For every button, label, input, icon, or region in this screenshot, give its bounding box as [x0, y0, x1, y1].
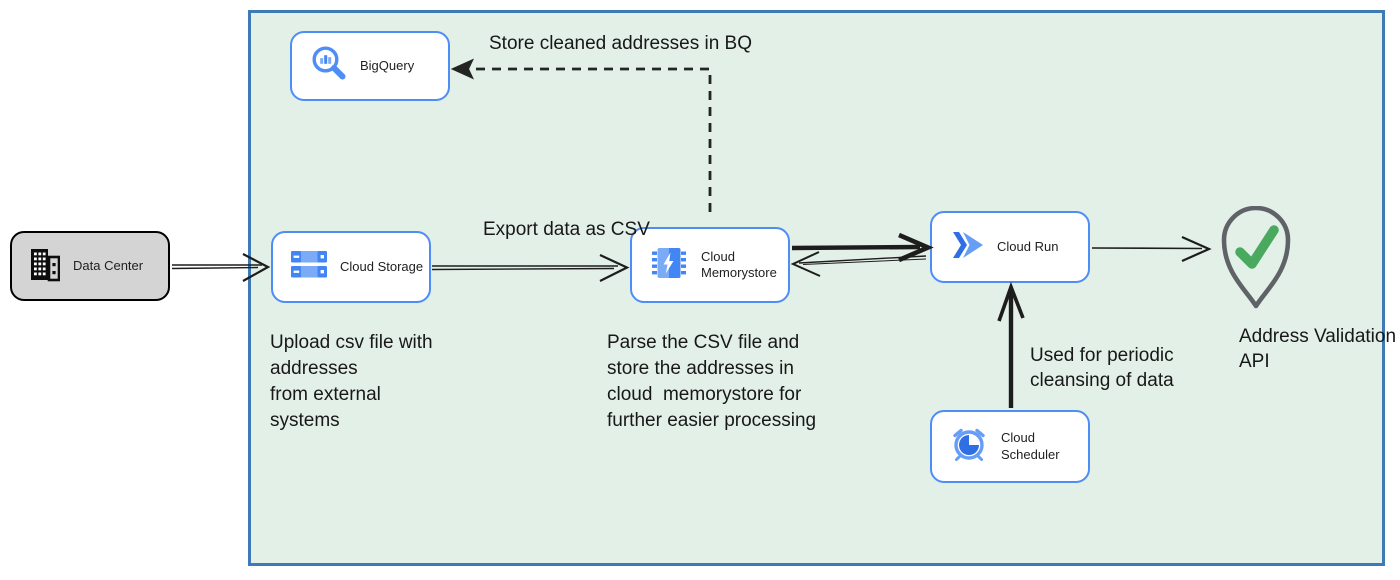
node-label: Data Center	[73, 257, 144, 273]
scheduler-clock-icon	[950, 426, 988, 467]
node-cloud-storage[interactable]: Cloud Storage	[271, 231, 431, 303]
node-cloud-memorystore[interactable]: Cloud Memorystore	[630, 227, 790, 303]
building-icon	[30, 245, 61, 288]
bigquery-icon	[310, 44, 347, 89]
cloud-run-icon	[950, 231, 984, 264]
address-validation-api-label: Address Validation API	[1239, 326, 1397, 372]
node-cloud-run[interactable]: Cloud Run	[930, 211, 1090, 283]
edge-label-store-cleaned: Store cleaned addresses in BQ	[489, 33, 752, 54]
location-pin-check-icon	[1214, 205, 1298, 317]
annotation-upload-csv: Upload csv file with addresses from exte…	[270, 332, 433, 431]
annotation-parse-csv: Parse the CSV file and store the address…	[607, 332, 817, 431]
node-cloud-scheduler[interactable]: Cloud Scheduler	[930, 410, 1090, 483]
edge-label-export-csv: Export data as CSV	[483, 219, 650, 240]
node-label: Cloud Memorystore	[701, 248, 777, 280]
memorystore-chip-icon	[650, 246, 688, 285]
node-label: Cloud Run	[997, 238, 1059, 254]
node-label: Cloud Scheduler	[1001, 430, 1060, 462]
gcp-boundary-container	[248, 10, 1385, 566]
node-label: Cloud Storage	[340, 258, 424, 274]
node-label: BigQuery	[360, 57, 415, 73]
node-bigquery[interactable]: BigQuery	[290, 31, 450, 101]
cloud-storage-icon	[291, 249, 327, 285]
node-data-center[interactable]: Data Center	[10, 231, 170, 301]
edge-label-periodic-cleansing: Used for periodic cleansing of data	[1030, 345, 1174, 391]
